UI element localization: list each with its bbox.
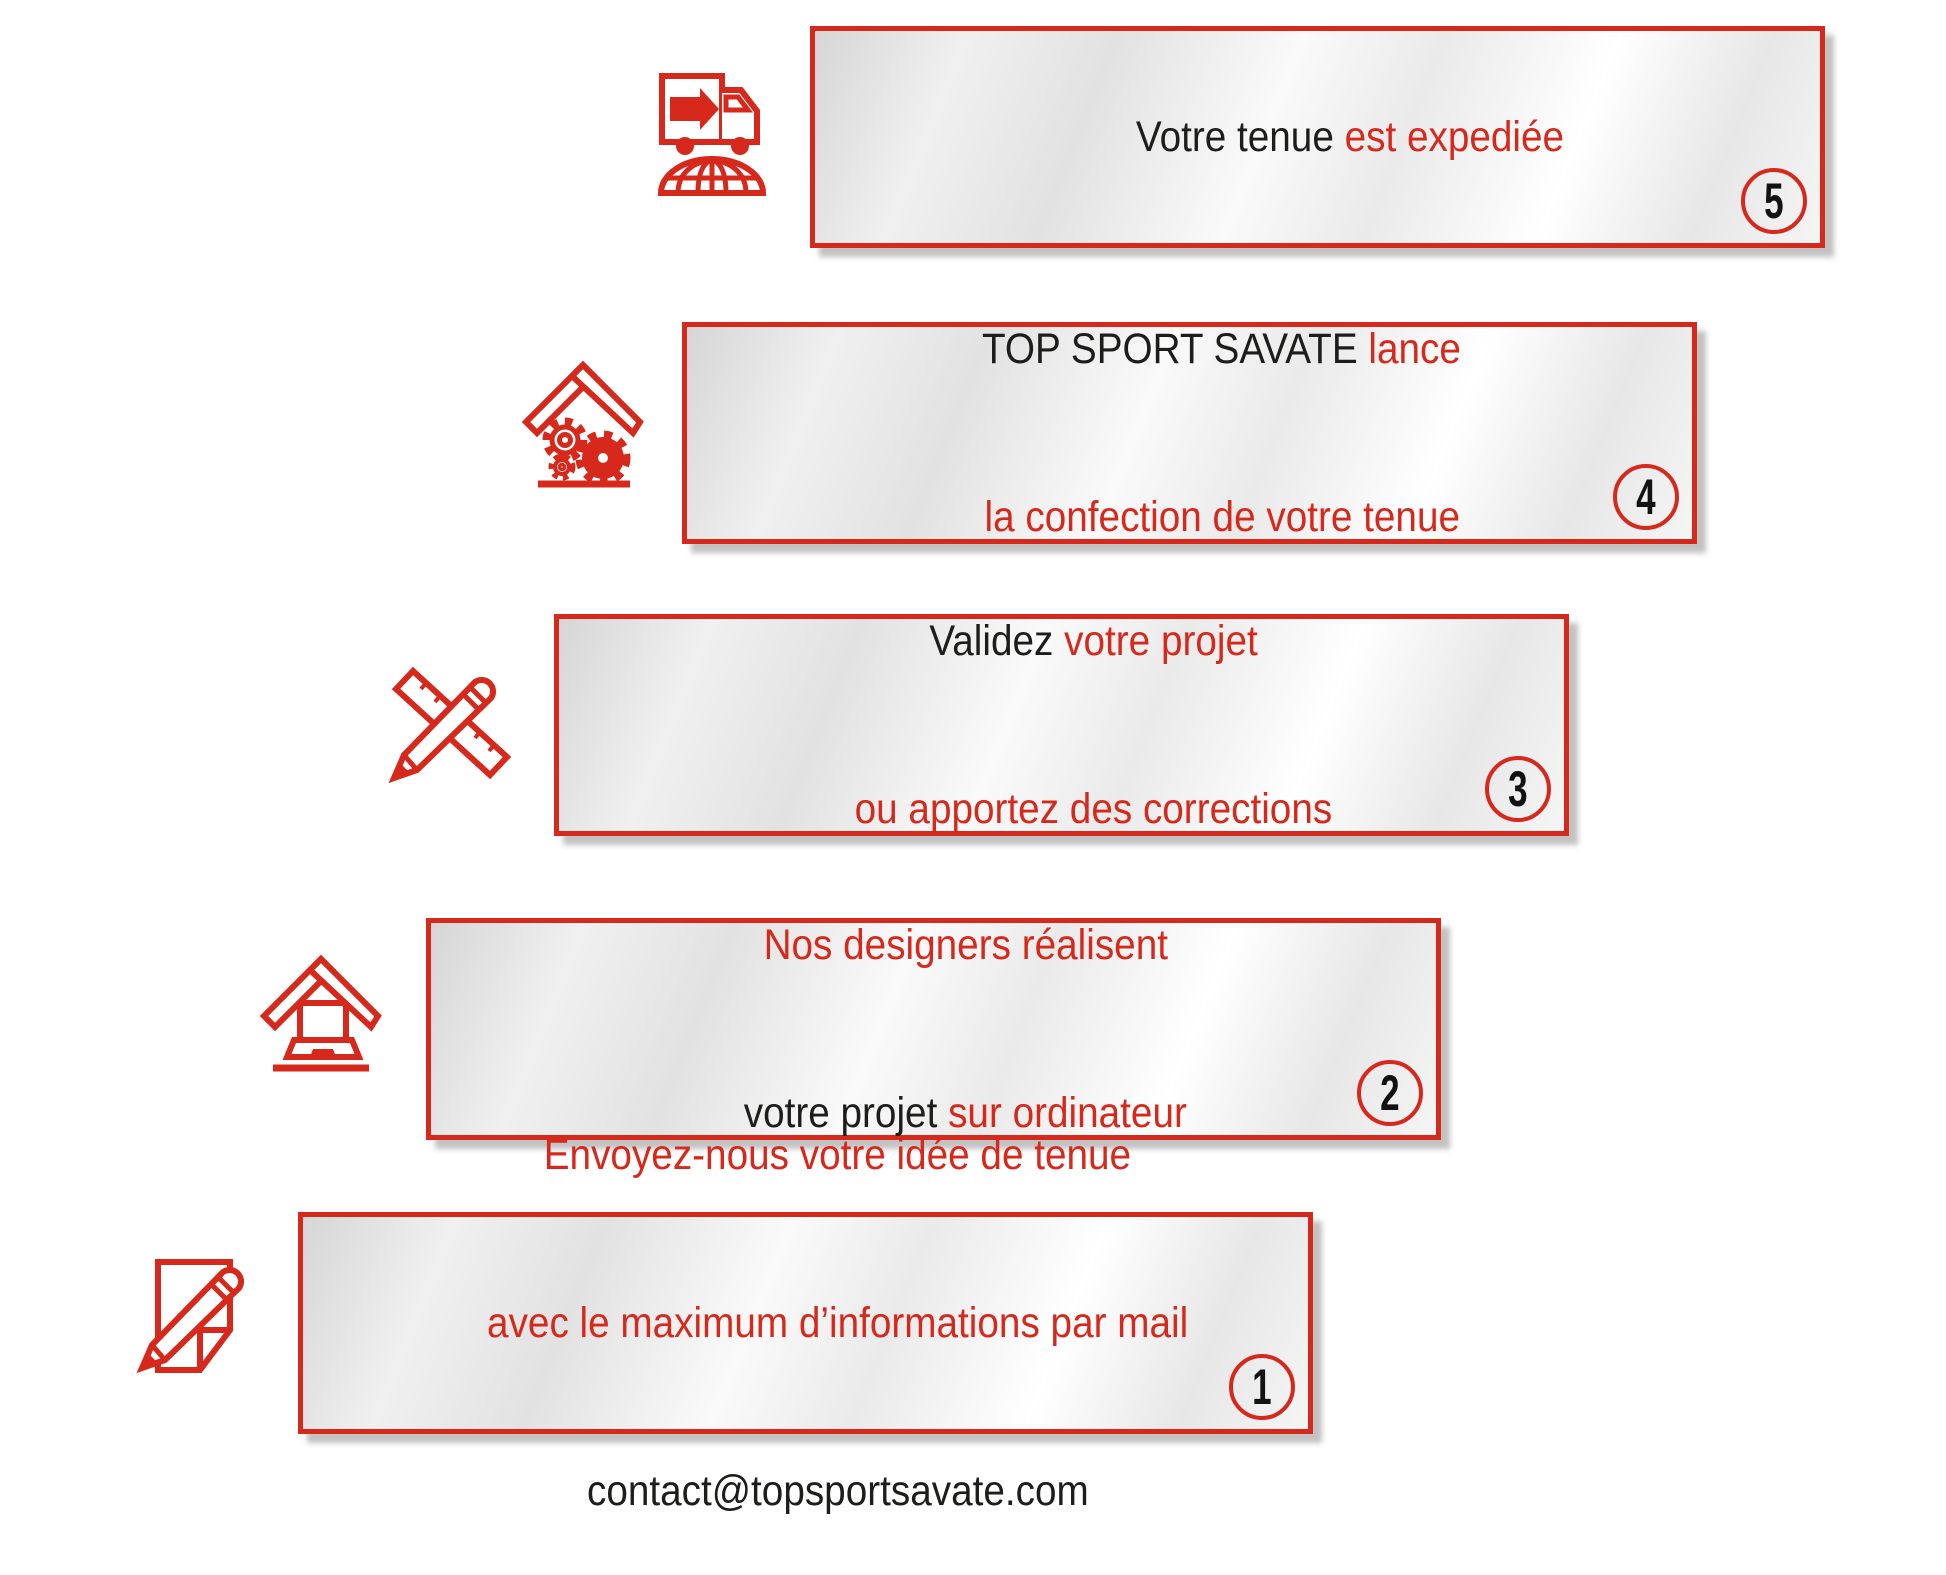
step-4-panel: TOP SPORT SAVATE lance la confection de …: [682, 322, 1697, 544]
text-segment: Votre tenue: [1135, 113, 1345, 161]
roof-laptop-icon: [256, 954, 386, 1084]
text-segment: votre projet: [1064, 617, 1258, 665]
ruler-pencil-icon: [388, 658, 518, 788]
step-3-text-line-1: Validez votre projet: [865, 557, 1258, 725]
step-5-number-badge: 5: [1741, 168, 1807, 234]
text-segment: votre projet: [744, 1089, 949, 1137]
step-5-panel: Votre tenue est expediée 5: [810, 26, 1825, 248]
step-2-number-badge: 2: [1357, 1060, 1423, 1126]
truck-globe-icon: [648, 66, 778, 196]
step-4-text-line-1: TOP SPORT SAVATE lance: [918, 265, 1461, 433]
step-1-panel: Envoyez-nous votre idée de tenue avec le…: [298, 1131, 1313, 1515]
step-5-text-line-1: Votre tenue est expediée: [1071, 53, 1564, 221]
step-4-number-badge: 4: [1613, 464, 1679, 530]
step-2-text-line-2: votre projet sur ordinateur: [680, 1029, 1188, 1197]
step-3-panel: Validez votre projet ou apportez des cor…: [554, 614, 1569, 836]
text-segment: Nos designers réalisent: [763, 921, 1168, 969]
step-4-number: 4: [1636, 469, 1656, 525]
text-segment: lance: [1368, 325, 1461, 373]
step-3-number-badge: 3: [1485, 756, 1551, 822]
text-segment: Validez: [929, 617, 1065, 665]
step-1-number-badge: 1: [1229, 1354, 1295, 1420]
step-5-number: 5: [1764, 173, 1784, 229]
step-1-number: 1: [1252, 1359, 1272, 1415]
roof-gears-icon: [518, 360, 648, 490]
step-1-text-line-1: Envoyez-nous votre idée de tenue: [480, 1071, 1132, 1239]
notepad-pencil-icon: [134, 1250, 264, 1380]
step-2-text-line-1: Nos designers réalisent: [699, 861, 1168, 1029]
step-1-text-line-3-email: contact@topsportsavate.com: [522, 1407, 1089, 1575]
process-infographic: Votre tenue est expediée 5 TOP SPORT SAV…: [134, 26, 1825, 1515]
step-3-number: 3: [1508, 761, 1528, 817]
email-text: contact@topsportsavate.com: [586, 1467, 1089, 1515]
text-segment: la confection de votre tenue: [984, 493, 1460, 541]
step-1-text-line-2: avec le maximum d’informations par mail: [423, 1239, 1189, 1407]
step-2-panel: Nos designers réalisent votre projet sur…: [426, 918, 1441, 1140]
text-segment: est expediée: [1344, 113, 1564, 161]
text-segment: TOP SPORT SAVATE: [981, 325, 1369, 373]
text-segment: avec le maximum d’informations par mail: [487, 1299, 1189, 1347]
step-3-text-line-2: ou apportez des corrections: [790, 725, 1333, 893]
text-segment: Envoyez-nous votre idée de tenue: [544, 1131, 1132, 1179]
step-4-text-line-2: la confection de votre tenue: [920, 433, 1460, 601]
text-segment: sur ordinateur: [948, 1089, 1188, 1137]
text-segment: ou apportez des corrections: [854, 785, 1333, 833]
step-2-number: 2: [1380, 1065, 1400, 1121]
